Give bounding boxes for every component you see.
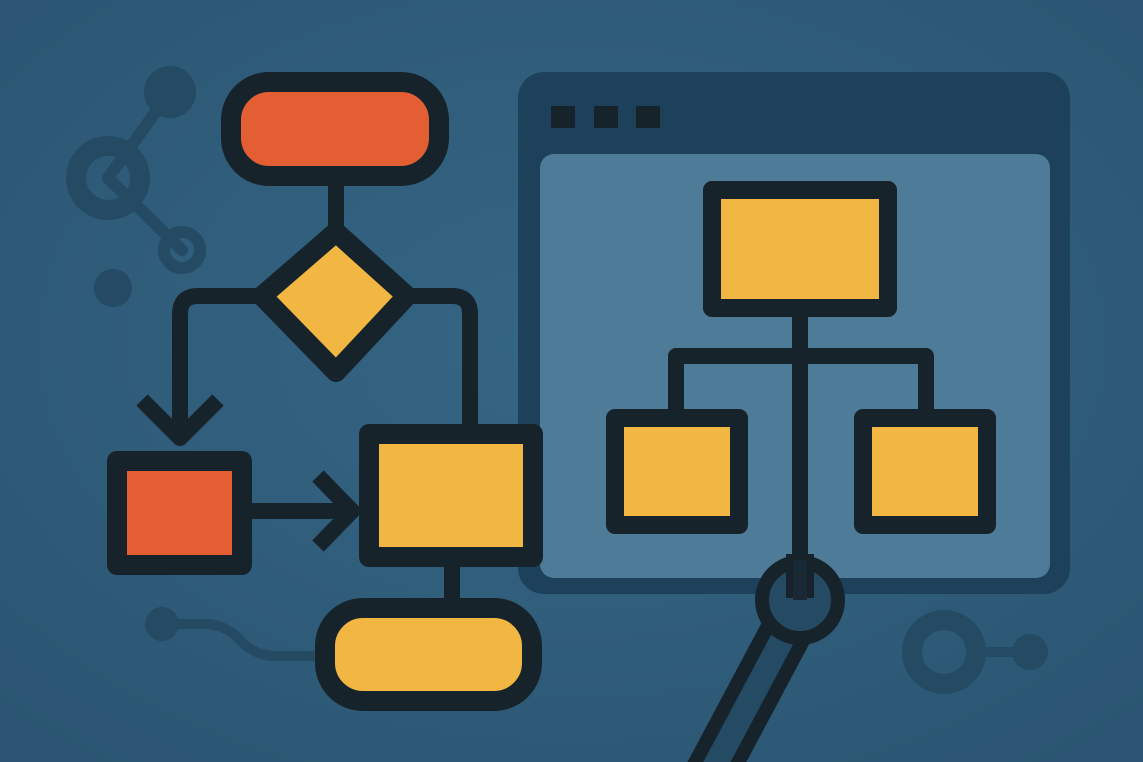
flowchart-decision-node (252, 222, 417, 382)
flowchart-end-node (315, 598, 542, 711)
window-dots-icon (551, 106, 660, 128)
flowchart-icon (107, 72, 543, 711)
flowchart-branch-node (107, 451, 252, 575)
org-chart-left-box (606, 409, 748, 534)
org-chart-icon (606, 181, 996, 598)
org-chart-top-box (703, 181, 897, 317)
org-chart-right-box (854, 409, 996, 534)
org-chart-connectors (668, 312, 934, 598)
flowchart-process-node (359, 424, 543, 567)
network-node-icon (902, 610, 1048, 694)
flowchart-connectors (136, 184, 478, 610)
wrench-icon (687, 554, 845, 762)
network-wire-icon (145, 607, 323, 661)
flowchart-start-node (221, 72, 449, 186)
network-node-icon (66, 66, 206, 307)
